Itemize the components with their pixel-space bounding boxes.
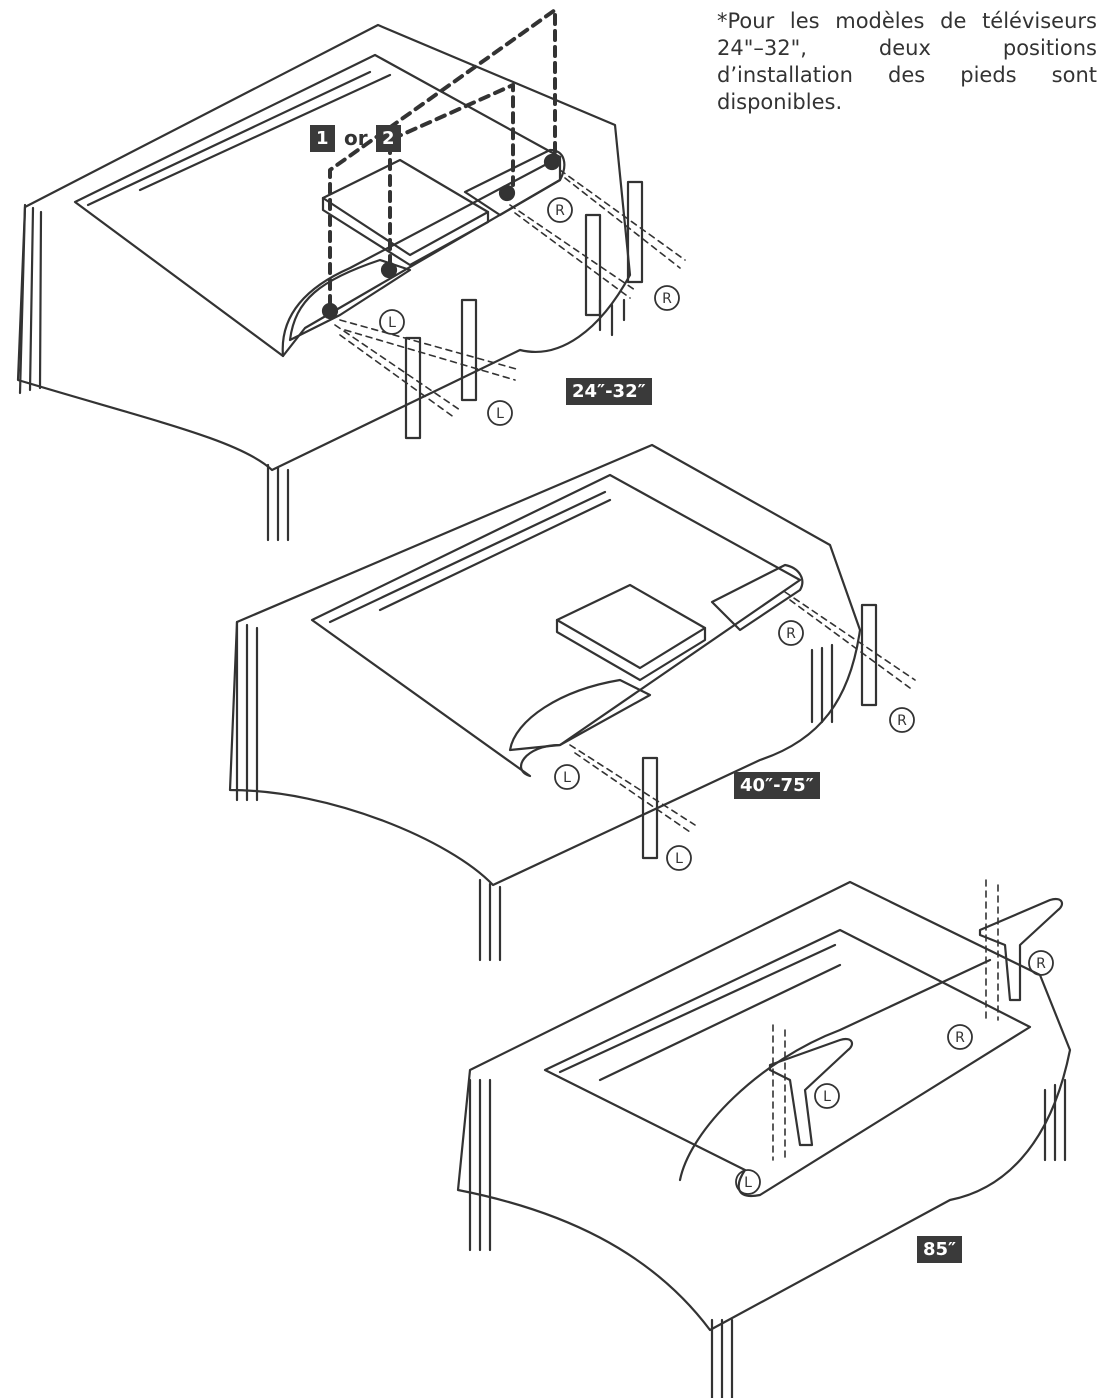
marker-left-label: L bbox=[823, 1089, 831, 1105]
marker-right-label: R bbox=[555, 203, 565, 219]
marker-left-circle bbox=[735, 1169, 761, 1195]
stands-85 bbox=[768, 897, 1064, 1147]
marker-right-label: R bbox=[662, 291, 672, 307]
guide-lines-24-32 bbox=[328, 8, 557, 307]
marker-left-circle bbox=[379, 309, 405, 335]
screws-40-75 bbox=[569, 591, 916, 833]
marker-right-circle bbox=[654, 285, 680, 311]
size-badge-24-32: 24″-32″ bbox=[566, 378, 652, 405]
size-badge-40-75: 40″-75″ bbox=[734, 772, 820, 799]
marker-right-circle bbox=[778, 620, 804, 646]
screws-24-32 bbox=[334, 169, 686, 419]
marker-left-circle bbox=[487, 400, 513, 426]
marker-right-circle bbox=[889, 707, 915, 733]
installation-note: *Pour les modèles de téléviseurs 24"–32"… bbox=[717, 9, 1097, 114]
marker-right-circle bbox=[1028, 950, 1054, 976]
marker-right-label: R bbox=[955, 1030, 965, 1046]
marker-left-label: L bbox=[563, 770, 571, 786]
marker-right-circle bbox=[547, 197, 573, 223]
position-2-badge: 2 bbox=[376, 125, 401, 152]
marker-left-label: L bbox=[388, 315, 396, 331]
tv-40-75 bbox=[310, 473, 804, 778]
table-24-32 bbox=[16, 23, 632, 542]
position-1-badge: 1 bbox=[310, 125, 335, 152]
screw-holes-24-32 bbox=[321, 153, 561, 320]
marker-right-label: R bbox=[1036, 956, 1046, 972]
marker-left-circle bbox=[814, 1083, 840, 1109]
marker-right-circle bbox=[947, 1024, 973, 1050]
table-85 bbox=[456, 880, 1072, 1398]
marker-right-label: R bbox=[786, 626, 796, 642]
tv-24-32 bbox=[73, 53, 566, 358]
stands-40-75 bbox=[641, 603, 878, 860]
marker-left-label: L bbox=[496, 406, 504, 422]
size-badge-85: 85″ bbox=[917, 1236, 963, 1263]
marker-left-label: L bbox=[675, 851, 683, 867]
position-or-label: or bbox=[344, 126, 368, 150]
marker-left-circle bbox=[554, 764, 580, 790]
table-40-75 bbox=[228, 443, 862, 962]
marker-right-label: R bbox=[897, 713, 907, 729]
marker-left-circle bbox=[666, 845, 692, 871]
tv-85 bbox=[543, 928, 1032, 1198]
screws-85 bbox=[772, 879, 999, 1161]
marker-left-label: L bbox=[744, 1175, 752, 1191]
